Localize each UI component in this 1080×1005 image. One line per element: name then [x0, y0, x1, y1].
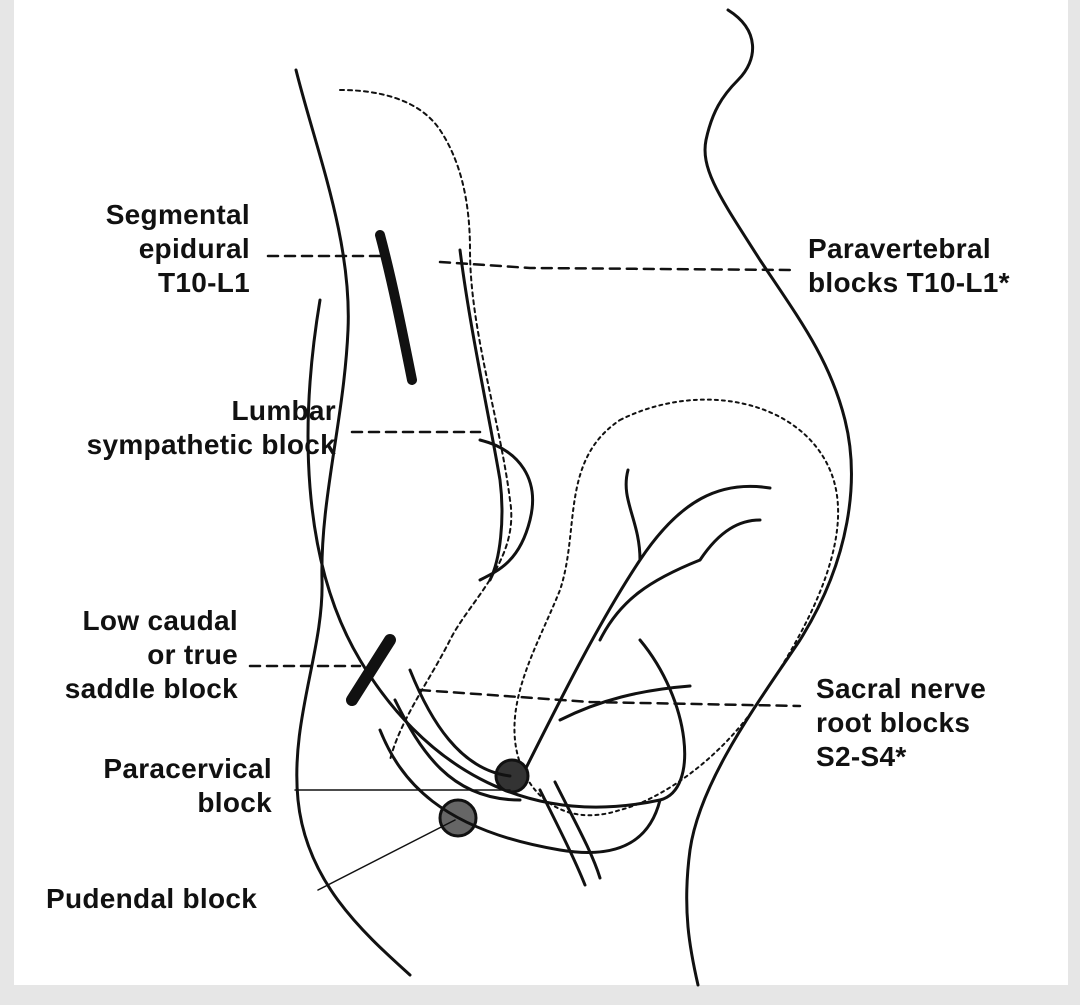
label-low-caudal-line1: Low caudal: [16, 604, 238, 638]
uterus-outline: [514, 400, 838, 816]
paracervical-plexus: [496, 760, 528, 792]
front-outline: [687, 10, 852, 985]
label-low-caudal-line2: or true: [16, 638, 238, 672]
label-paravertebral-line2: blocks T10-L1*: [808, 266, 1068, 300]
label-paravertebral-line1: Paravertebral: [808, 232, 1068, 266]
label-paracervical-line2: block: [40, 786, 272, 820]
label-paravertebral: Paravertebral blocks T10-L1*: [808, 232, 1068, 300]
label-low-caudal-line3: saddle block: [16, 672, 238, 706]
inner-contour: [308, 300, 685, 807]
label-paracervical-line1: Paracervical: [40, 752, 272, 786]
label-low-caudal: Low caudal or true saddle block: [16, 604, 238, 706]
nerve-tree: [520, 470, 770, 780]
label-paracervical: Paracervical block: [40, 752, 272, 820]
label-lumbar-sympathetic-line1: Lumbar: [20, 394, 336, 428]
birth-canal: [540, 782, 600, 885]
label-segmental-epidural-line3: T10-L1: [40, 266, 250, 300]
sympathetic-chain: [460, 250, 533, 580]
label-segmental-epidural-line2: epidural: [40, 232, 250, 266]
label-lumbar-sympathetic-line2: sympathetic block: [20, 428, 336, 462]
spine-outline: [340, 90, 511, 760]
label-segmental-epidural-line1: Segmental: [40, 198, 250, 232]
label-pudendal-line1: Pudendal block: [46, 882, 326, 916]
caudal-segment: [352, 640, 390, 700]
leader-sacral: [420, 690, 800, 706]
leader-paravertebral: [440, 262, 792, 270]
label-sacral-nerve-root-line2: root blocks: [816, 706, 1056, 740]
leader-pudendal: [318, 820, 455, 890]
label-sacral-nerve-root-line1: Sacral nerve: [816, 672, 1056, 706]
label-lumbar-sympathetic: Lumbar sympathetic block: [20, 394, 336, 462]
label-pudendal: Pudendal block: [46, 882, 326, 916]
label-sacral-nerve-root-line3: S2-S4*: [816, 740, 1056, 774]
label-sacral-nerve-root: Sacral nerve root blocks S2-S4*: [816, 672, 1056, 774]
epidural-segment: [380, 235, 412, 380]
label-segmental-epidural: Segmental epidural T10-L1: [40, 198, 250, 300]
